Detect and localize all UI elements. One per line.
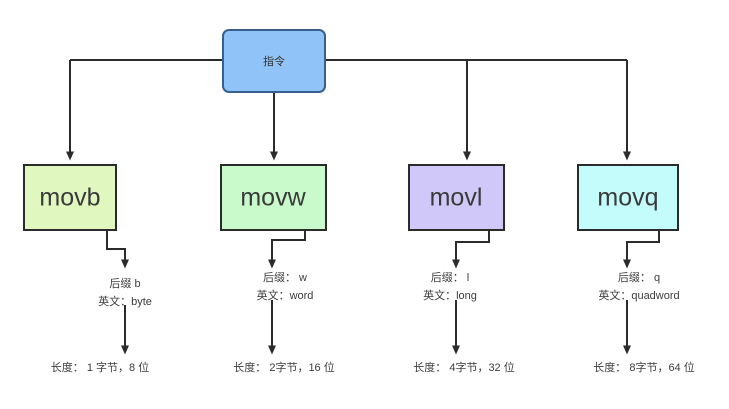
node-movl-rect <box>408 164 505 231</box>
movb-english-text: 英文：byte <box>98 294 152 308</box>
edge-movw-to-annotation <box>268 230 306 269</box>
edge-movl-to-annotation <box>452 230 490 269</box>
movl-length-text: 长度： 4字节，32 位 <box>413 360 514 374</box>
movq-length-text: 长度： 8字节，64 位 <box>593 360 694 374</box>
movb-length-text: 长度： 1 字节，8 位 <box>51 360 149 374</box>
node-movw-rect <box>220 164 327 231</box>
movq-suffix-text: 后缀： q <box>618 271 660 284</box>
movl-suffix-text: 后缀： l <box>431 271 470 284</box>
edge-group-leaf-to-annotation <box>106 230 660 269</box>
movw-english-text: 英文：word <box>257 288 314 302</box>
length-group: 长度： 1 字节，8 位 长度： 2字节，16 位 长度： 4字节，32 位 长… <box>51 360 695 374</box>
node-movw-label: movw <box>240 184 306 212</box>
node-movb-label: movb <box>39 184 100 212</box>
movw-suffix-text: 后缀： w <box>263 271 307 284</box>
node-root-label: 指令 <box>263 54 285 68</box>
node-movq-rect <box>577 164 679 231</box>
node-movq[interactable]: movq <box>577 164 679 231</box>
edge-group-root-to-leaves <box>66 59 631 161</box>
node-root[interactable]: 指令 <box>222 29 326 93</box>
movl-english-text: 英文：long <box>423 288 477 302</box>
annotation-group-movw: 后缀： w 英文：word <box>257 271 314 302</box>
node-movb-rect <box>23 164 117 231</box>
annotation-group-movb: 后缀 b 英文：byte <box>98 277 152 308</box>
movw-length-text: 长度： 2字节，16 位 <box>233 360 334 374</box>
edge-movq-to-annotation <box>623 230 660 269</box>
node-movb[interactable]: movb <box>23 164 117 231</box>
annotation-group-movl: 后缀： l 英文：long <box>423 271 477 302</box>
annotation-group-movq: 后缀： q 英文：quadword <box>598 271 679 302</box>
movb-suffix-text: 后缀 b <box>109 277 140 290</box>
node-movl-label: movl <box>430 184 483 212</box>
node-movw[interactable]: movw <box>220 164 327 231</box>
edge-group-annotation-to-length <box>121 300 631 355</box>
node-movq-label: movq <box>597 184 658 212</box>
node-root-rect <box>222 29 326 93</box>
movq-english-text: 英文：quadword <box>598 288 679 302</box>
node-movl[interactable]: movl <box>408 164 505 231</box>
edge-movb-to-annotation <box>106 230 129 269</box>
